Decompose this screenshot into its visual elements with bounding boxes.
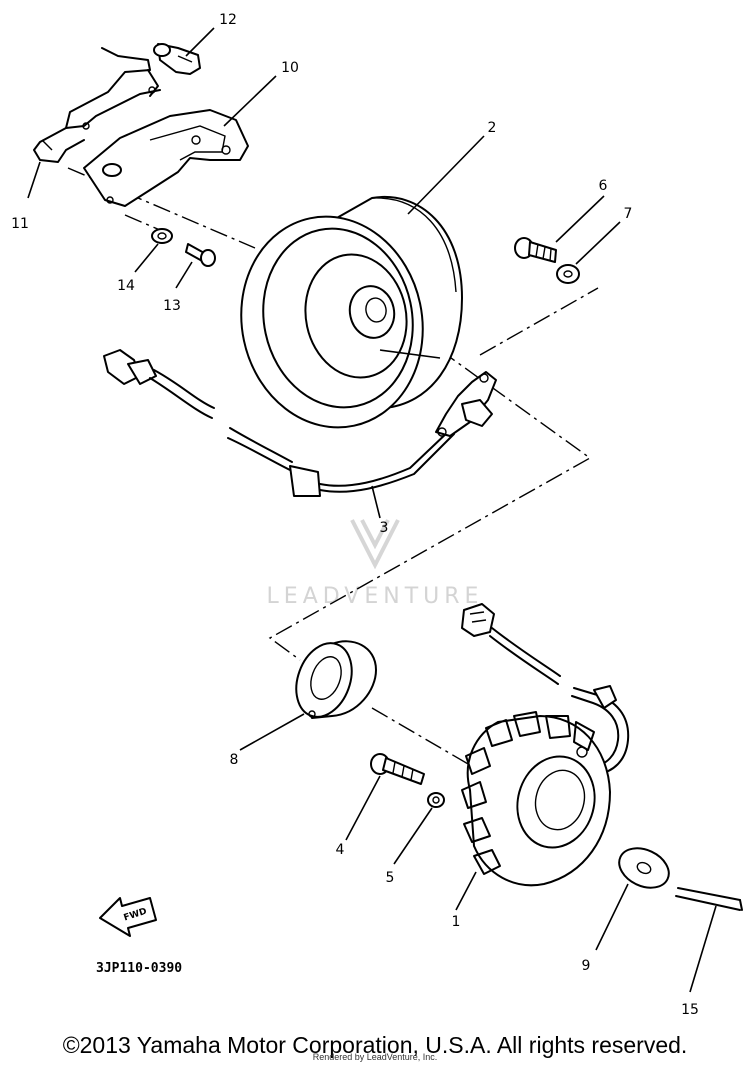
callout-3: 3 — [380, 520, 389, 536]
part-8-seal[interactable] — [287, 635, 377, 724]
callout-7: 7 — [624, 206, 633, 222]
callout-6: 6 — [599, 178, 608, 194]
copyright-notice: ©2013 Yamaha Motor Corporation, U.S.A. A… — [62, 1032, 688, 1058]
watermark: LEADVENTURE — [267, 519, 484, 609]
part-12-cap[interactable] — [153, 43, 201, 75]
part-2-rotor[interactable] — [222, 195, 463, 444]
callout-5: 5 — [386, 870, 395, 886]
part-3-pickup-coil[interactable] — [103, 349, 497, 497]
part-13-bolt[interactable] — [185, 243, 216, 267]
callouts: 12 10 2 6 7 11 14 13 3 8 4 5 1 9 15 — [11, 12, 699, 1018]
part-7-washer[interactable] — [556, 264, 580, 284]
part-9-washer[interactable] — [613, 841, 675, 896]
part-11-bracket[interactable] — [33, 47, 161, 163]
part-14-nut[interactable] — [151, 228, 173, 244]
callout-4: 4 — [336, 842, 345, 858]
part-4-screw[interactable] — [370, 753, 425, 785]
callout-15: 15 — [681, 1002, 699, 1018]
part-1-stator[interactable] — [461, 603, 630, 887]
callout-9: 9 — [582, 958, 591, 974]
callout-1: 1 — [452, 914, 461, 930]
part-10-cover-plate[interactable] — [83, 109, 249, 207]
callout-2: 2 — [488, 120, 497, 136]
callout-11: 11 — [11, 216, 29, 232]
callout-8: 8 — [230, 752, 239, 768]
rendered-by-note: Rendered by LeadVenture, Inc. — [312, 1052, 438, 1062]
drawing-code: 3JP110-0390 — [96, 961, 182, 976]
part-6-bolt[interactable] — [514, 237, 557, 263]
watermark-text: LEADVENTURE — [267, 584, 484, 609]
part-5-washer[interactable] — [427, 792, 445, 808]
fwd-arrow: FWD — [99, 897, 157, 937]
leader-lines — [27, 27, 717, 993]
callout-13: 13 — [163, 298, 181, 314]
callout-14: 14 — [117, 278, 135, 294]
callout-12: 12 — [219, 12, 237, 28]
part-15-tie[interactable] — [675, 887, 743, 911]
callout-10: 10 — [281, 60, 299, 76]
